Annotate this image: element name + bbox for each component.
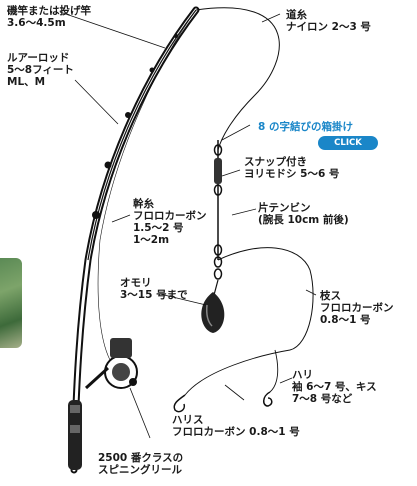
click-button[interactable]: CLICK <box>318 136 378 150</box>
sinker-l1: オモリ <box>120 277 152 289</box>
mikiito-l4: 1〜2m <box>133 234 170 246</box>
main-line-label: 道糸ナイロン 2〜3 号 <box>286 9 371 33</box>
lure-rod-l3: ML、M <box>7 76 46 88</box>
tenbin-l2: (腕長 10cm 前後) <box>258 214 349 226</box>
leader-lines <box>59 11 317 439</box>
main-line-l1: 道糸 <box>286 9 307 21</box>
rod-label-l2: 3.6〜4.5m <box>7 17 66 29</box>
sinker-l2: 3〜15 号まで <box>120 289 188 301</box>
fishing-rod-icon <box>68 6 200 474</box>
swivel-icon <box>213 140 223 280</box>
reel-l2: スピニングリール <box>98 464 182 476</box>
sinker-icon <box>201 292 225 333</box>
branch-l1: 枝ス <box>320 290 341 302</box>
mikiito-l3: 1.5〜2 号 <box>133 222 184 234</box>
reel-l1: 2500 番クラスの <box>98 452 184 464</box>
mikiito-l1: 幹糸 <box>133 198 154 210</box>
snap-swivel-label: スナップ付きヨリモドシ 5〜6 号 <box>244 156 339 180</box>
harisu-label: ハリスフロロカーボン 0.8〜1 号 <box>172 414 300 438</box>
harisu-l1: ハリス <box>172 414 204 426</box>
hook-l3: 7〜8 号など <box>292 393 353 405</box>
rod-label-l1: 磯竿または投げ竿 <box>7 5 91 17</box>
tenbin-l1: 片テンビン <box>258 202 311 214</box>
figure8-knot-link[interactable]: 8 の字結びの箱掛け <box>258 121 353 133</box>
hook-l1: ハリ <box>292 369 313 381</box>
hook-icon <box>173 391 273 413</box>
reel-label: 2500 番クラスのスピニングリール <box>98 452 183 476</box>
lure-rod-l2: 5〜8フィート <box>7 64 74 76</box>
mikiito-l2: フロロカーボン <box>133 210 207 222</box>
snap-l2: ヨリモドシ 5〜6 号 <box>244 168 340 180</box>
branch-l3: 0.8〜1 号 <box>320 314 371 326</box>
main-line <box>195 7 280 151</box>
main-line-l2: ナイロン 2〜3 号 <box>286 21 371 33</box>
harisu-l2: フロロカーボン 0.8〜1 号 <box>172 426 300 438</box>
spinning-reel-icon <box>84 338 138 390</box>
background-photo <box>0 258 22 348</box>
lure-rod-l1: ルアーロッド <box>7 52 70 64</box>
hook-l2: 袖 6〜7 号、キス <box>292 381 377 393</box>
branch-l2: フロロカーボン <box>320 302 394 314</box>
tenbin-label: 片テンビン(腕長 10cm 前後) <box>258 202 349 226</box>
snap-l1: スナップ付き <box>244 156 307 168</box>
